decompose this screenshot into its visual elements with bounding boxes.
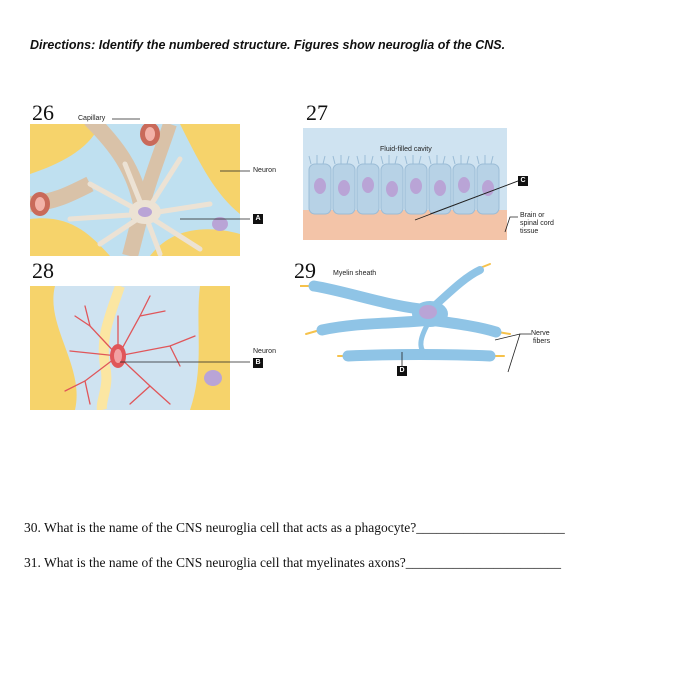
figure-number-27: 27 [306, 100, 328, 125]
answer-box-c: C [518, 176, 528, 186]
label-tissue: tissue [520, 228, 539, 235]
label-brain-or: Brain or [520, 212, 545, 219]
answer-box-b: B [253, 358, 263, 368]
label-neuron-26: Neuron [253, 167, 276, 174]
label-nerve: Nerve [531, 330, 550, 337]
label-capillary: Capillary [78, 115, 106, 122]
label-fibers: fibers [533, 338, 551, 345]
label-fluid-filled-cavity: Fluid-filled cavity [380, 146, 432, 153]
figure-number-28: 28 [32, 258, 54, 283]
figure-number-26: 26 [32, 100, 54, 125]
answer-box-a: A [253, 214, 263, 224]
directions-text: Directions: Identify the numbered struct… [30, 38, 506, 52]
label-myelin-sheath: Myelin sheath [333, 270, 377, 277]
question-30: 30. What is the name of the CNS neurogli… [24, 520, 565, 535]
answer-box-d: D [397, 366, 407, 376]
figure-29-oligodendrocyte-illustration [300, 262, 512, 380]
figure-26-astrocyte-illustration [30, 124, 240, 256]
label-spinal-cord: spinal cord [520, 220, 554, 227]
figure-number-29: 29 [294, 258, 316, 283]
figure-28-microglia-illustration [30, 286, 230, 410]
figure-27-ependymal-illustration [303, 128, 507, 240]
question-31: 31. What is the name of the CNS neurogli… [24, 555, 562, 570]
label-neuron-28: Neuron [253, 348, 276, 355]
